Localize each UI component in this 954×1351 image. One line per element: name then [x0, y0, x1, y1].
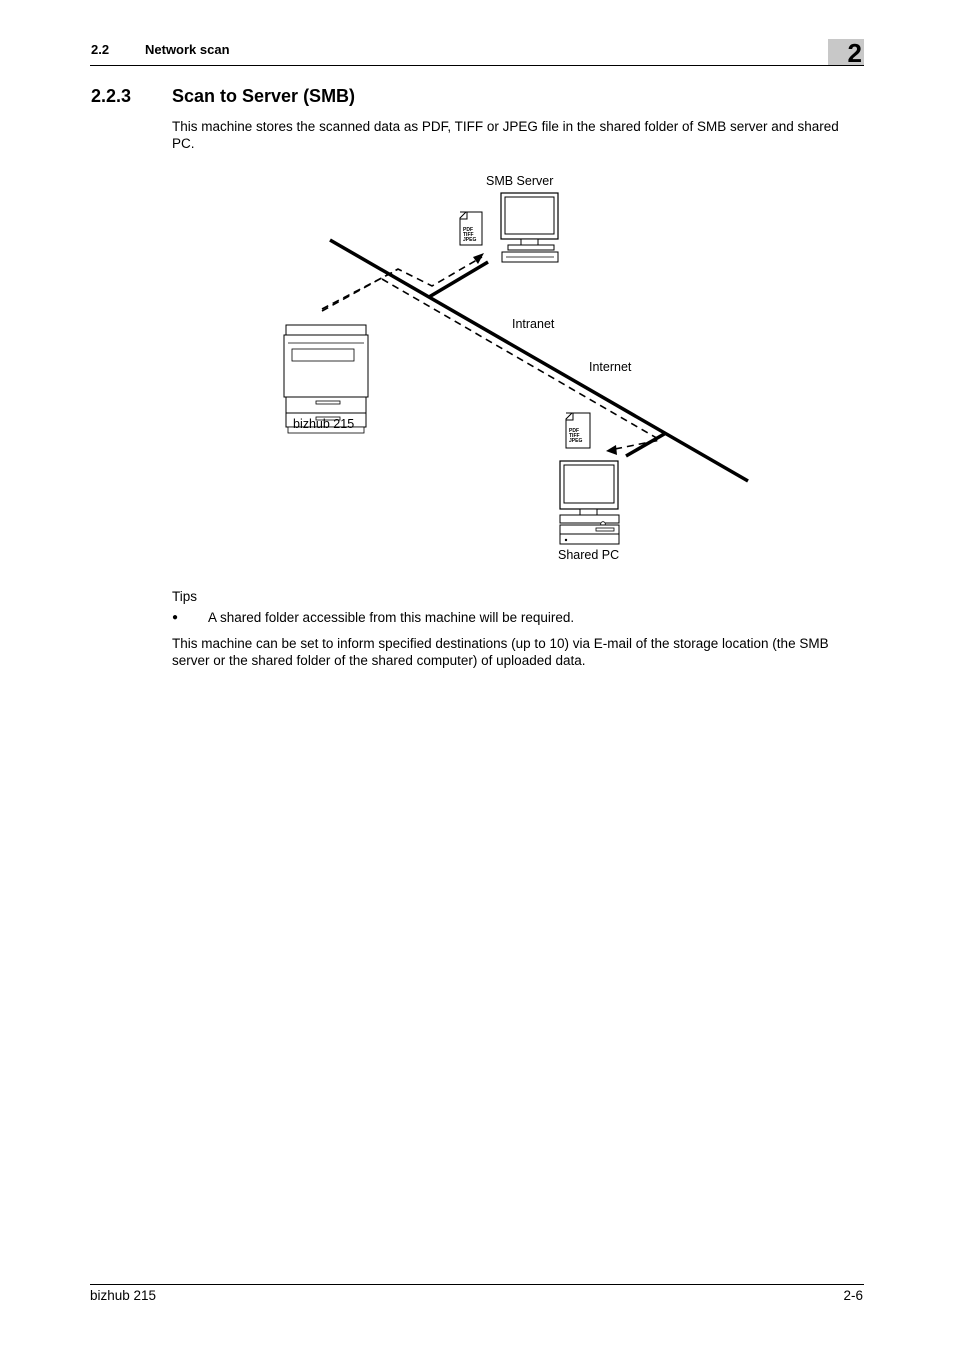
header-section-title: Network scan: [145, 42, 230, 57]
smb-branch-line: [429, 262, 488, 297]
bullet-icon: ●: [172, 609, 178, 626]
header-section-number: 2.2: [91, 42, 109, 57]
chapter-number: 2: [848, 38, 862, 68]
header-rule: [90, 65, 864, 66]
note-paragraph: This machine can be set to inform specif…: [172, 635, 864, 669]
smb-server-icon: [501, 193, 558, 262]
shared-pc-icon: [560, 461, 619, 544]
network-diagram: PDF TIFF JPEG PDF TIFF JPEG SMB Server: [270, 165, 770, 575]
label-shared-pc: Shared PC: [558, 548, 619, 562]
intro-paragraph: This machine stores the scanned data as …: [172, 118, 862, 152]
footer-rule: [90, 1284, 864, 1285]
document-icon-pc: PDF TIFF JPEG: [566, 413, 590, 448]
doc-line-jpeg-2: JPEG: [569, 438, 582, 444]
label-internet: Internet: [589, 360, 632, 374]
chapter-badge: 2: [828, 39, 864, 66]
doc-line-jpeg-1: JPEG: [463, 237, 476, 243]
document-icon-smb: PDF TIFF JPEG: [460, 212, 482, 245]
section-title: Scan to Server (SMB): [172, 86, 355, 107]
tips-bullet-item: A shared folder accessible from this mac…: [208, 609, 574, 626]
footer-page-number: 2-6: [843, 1288, 863, 1303]
arrow-head-smb: [473, 253, 484, 264]
footer-product: bizhub 215: [90, 1288, 156, 1303]
arrow-head-pc: [606, 445, 617, 455]
data-path-smb: [322, 257, 482, 311]
label-device: bizhub 215: [293, 417, 354, 431]
pc-branch-line: [626, 433, 666, 456]
tips-label: Tips: [172, 588, 197, 605]
label-smb-server: SMB Server: [486, 174, 553, 188]
network-line: [330, 240, 748, 481]
section-number: 2.2.3: [91, 86, 131, 107]
label-intranet: Intranet: [512, 317, 555, 331]
